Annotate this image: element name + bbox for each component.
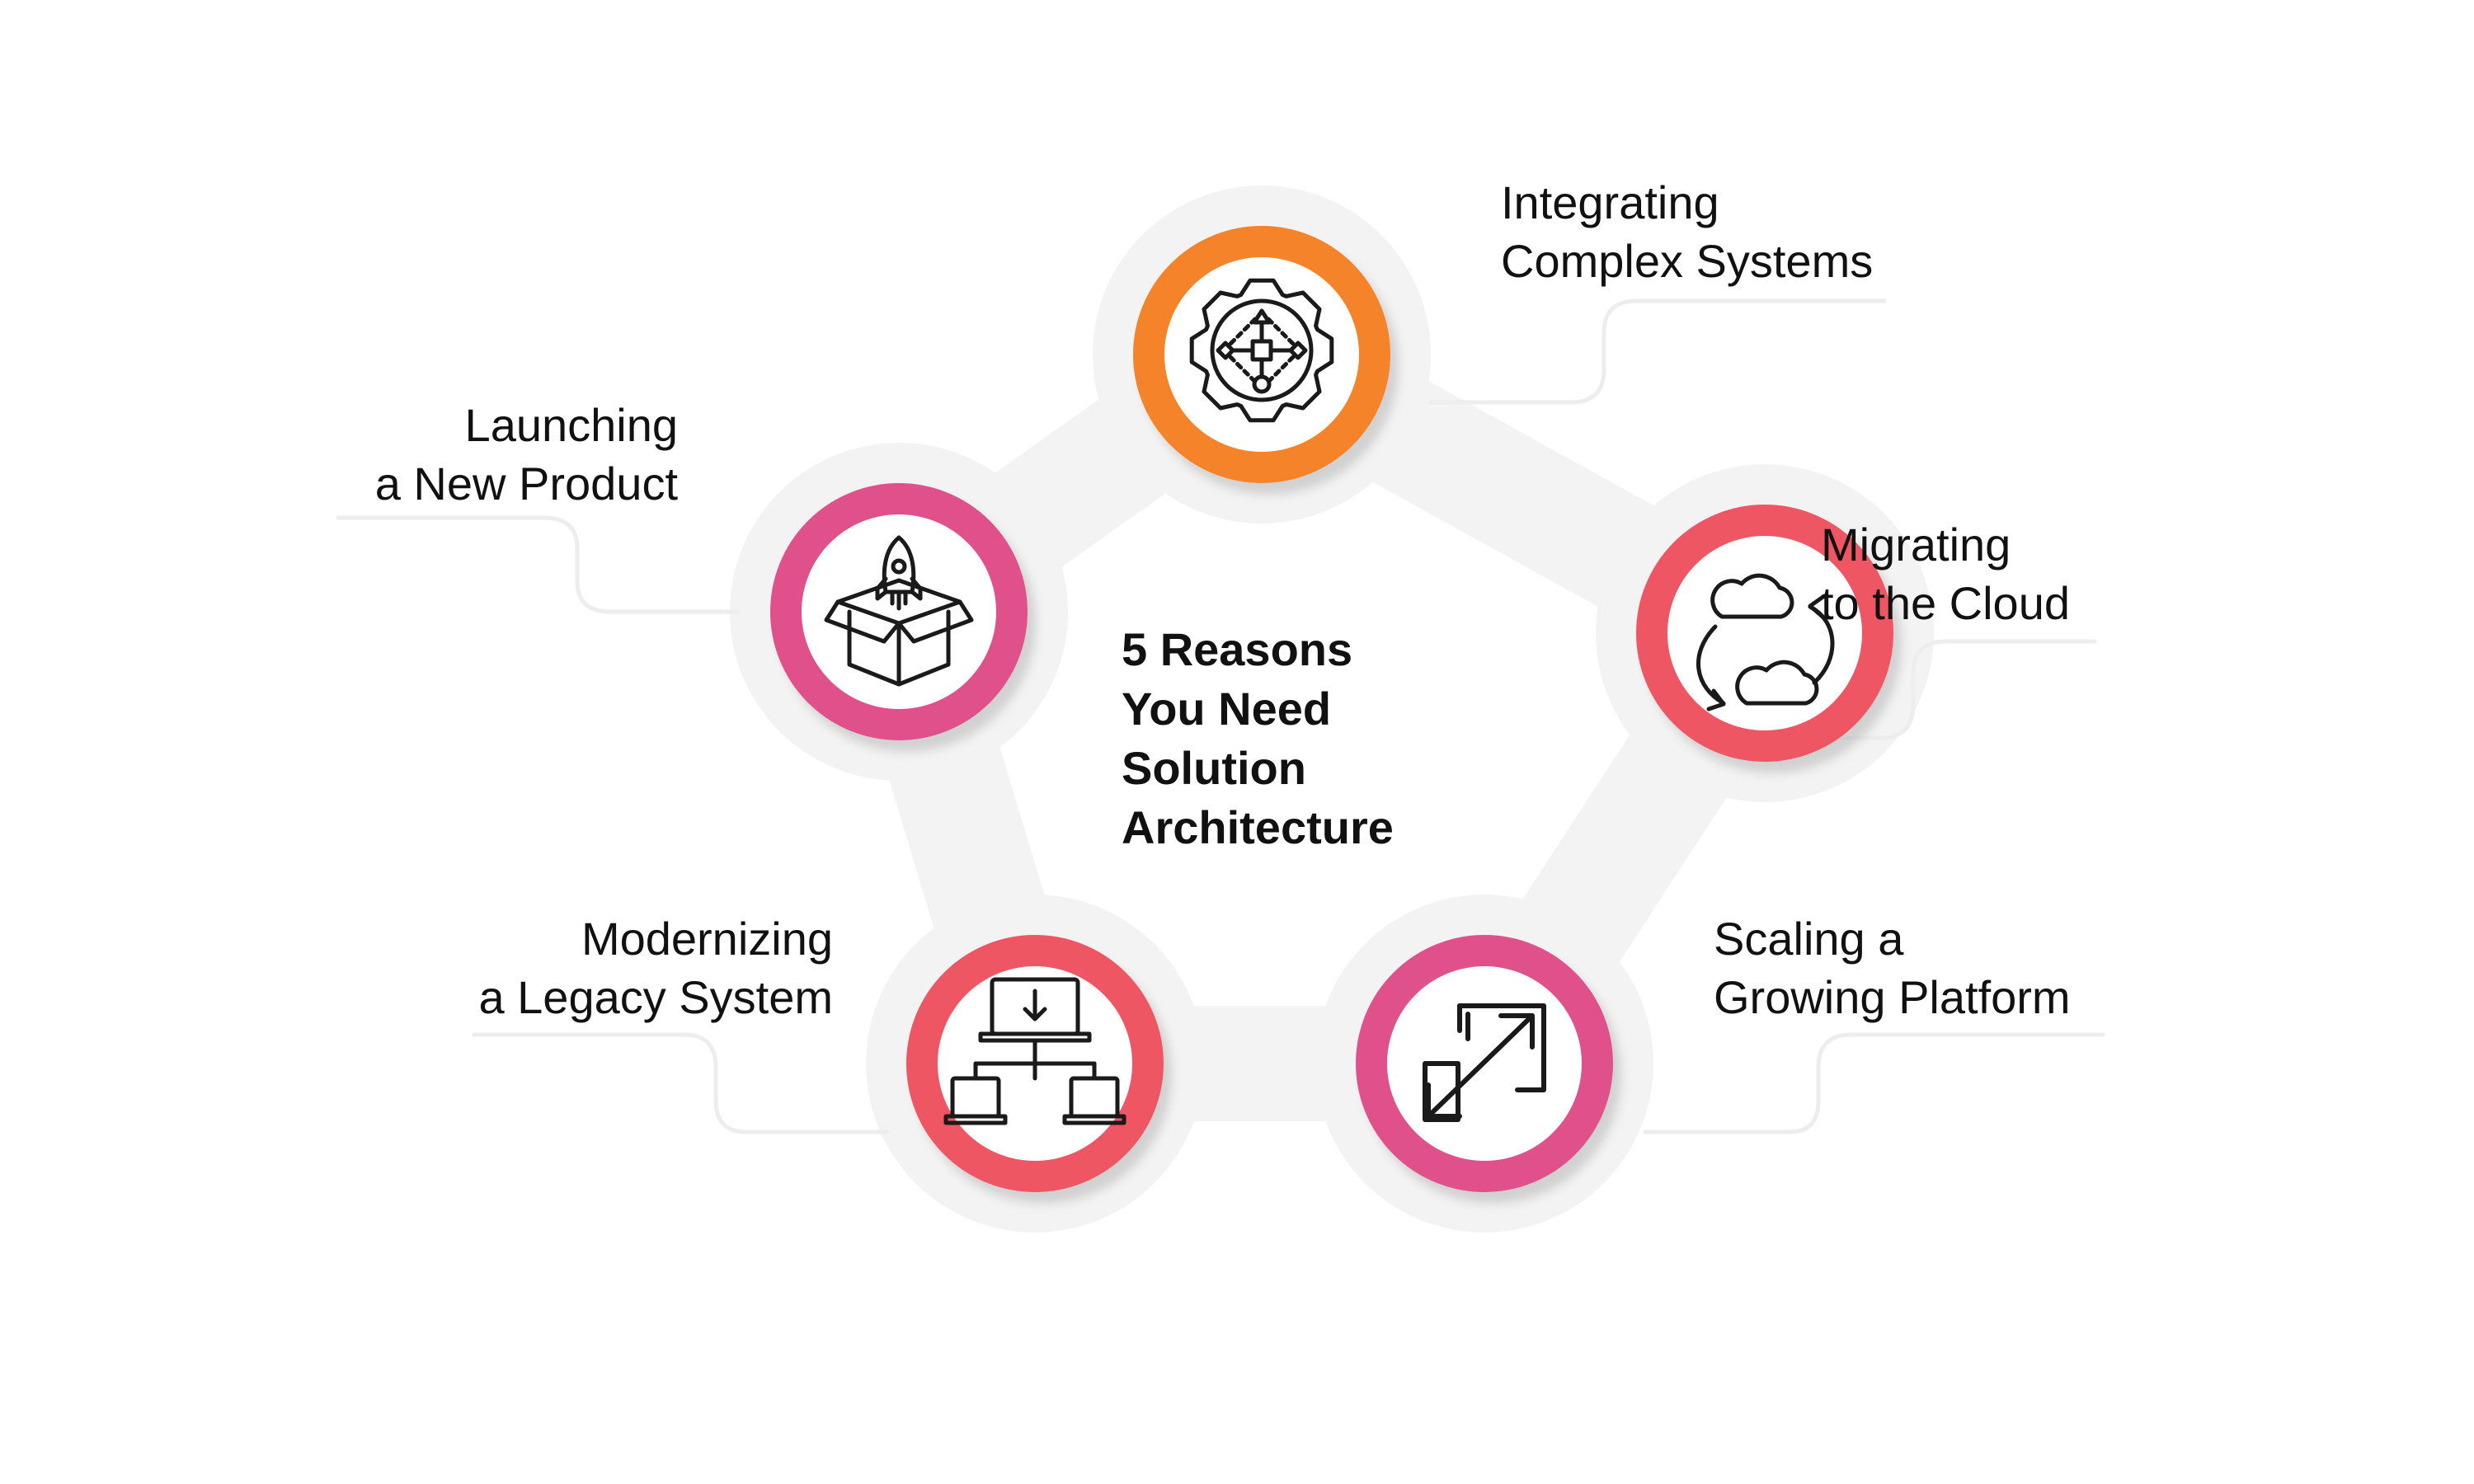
ring-launching — [770, 483, 1028, 740]
rocket-box-icon — [824, 535, 974, 687]
scale-arrow-icon — [1423, 1003, 1546, 1122]
label-integrating-line: Complex Systems — [1501, 235, 1874, 287]
label-launching-line: Launching — [464, 399, 678, 451]
cloud-sync-icon — [1696, 573, 1835, 711]
connector-line-launching — [336, 515, 741, 614]
label-scaling-line: Scaling a — [1714, 913, 1904, 965]
center-title: 5 Reasons You Need Solution Architecture — [1122, 620, 1394, 857]
connector-lines — [336, 298, 2105, 1134]
label-launching: Launching a New Product — [375, 396, 678, 513]
label-modernizing-line: a Legacy System — [478, 971, 833, 1023]
label-integrating-line: Integrating — [1501, 176, 1719, 228]
center-title-line: Solution — [1122, 742, 1306, 794]
label-migrating-line: Migrating — [1821, 519, 2011, 571]
connector-line-scaling — [1643, 1032, 2105, 1134]
connector-line-migrating — [1723, 639, 2097, 740]
connector-line-modernizing — [472, 1032, 889, 1134]
network-computers-icon — [943, 977, 1126, 1125]
gear-network-icon — [1189, 278, 1334, 423]
label-modernizing-line: Modernizing — [581, 913, 833, 965]
center-title-line: You Need — [1122, 683, 1332, 735]
center-title-line: 5 Reasons — [1122, 623, 1353, 675]
label-modernizing: Modernizing a Legacy System — [478, 909, 833, 1026]
label-migrating-line: to the Cloud — [1821, 577, 2070, 629]
center-title-line: Architecture — [1122, 801, 1394, 853]
label-scaling: Scaling a Growing Platform — [1714, 909, 2071, 1026]
connector-line-integrating — [1428, 298, 1887, 405]
label-launching-line: a New Product — [374, 458, 678, 510]
label-migrating: Migrating to the Cloud — [1821, 515, 2070, 632]
ring-integrating — [1133, 226, 1390, 483]
label-scaling-line: Growing Platform — [1714, 971, 2071, 1023]
label-integrating: Integrating Complex Systems — [1501, 173, 1873, 290]
